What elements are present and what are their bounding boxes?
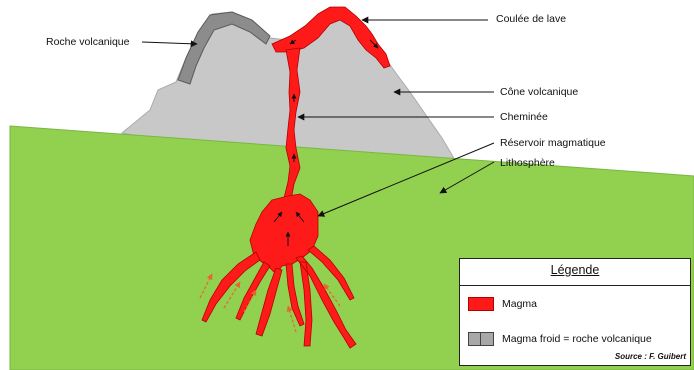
label-reservoir-magmatique: Réservoir magmatique <box>500 137 606 149</box>
legend-label-cold-rock: Magma froid = roche volcanique <box>502 333 652 345</box>
leader-roche-volcanique <box>142 42 197 44</box>
legend-swatch-cold-rock <box>468 332 494 346</box>
legend-divider <box>460 285 690 286</box>
legend-swatch-magma <box>468 297 494 311</box>
label-cheminee: Cheminée <box>500 111 548 123</box>
label-roche-volcanique: Roche volcanique <box>46 36 129 48</box>
legend-title: Légende <box>460 263 690 277</box>
source-credit: Source : F. Guibert <box>615 352 686 361</box>
label-coulee-de-lave: Coulée de lave <box>496 13 566 25</box>
legend: Légende Magma Magma froid = roche volcan… <box>459 258 691 366</box>
label-cone-volcanique: Cône volcanique <box>500 86 578 98</box>
label-lithosphere: Lithosphère <box>500 157 555 169</box>
legend-label-magma: Magma <box>502 298 537 310</box>
